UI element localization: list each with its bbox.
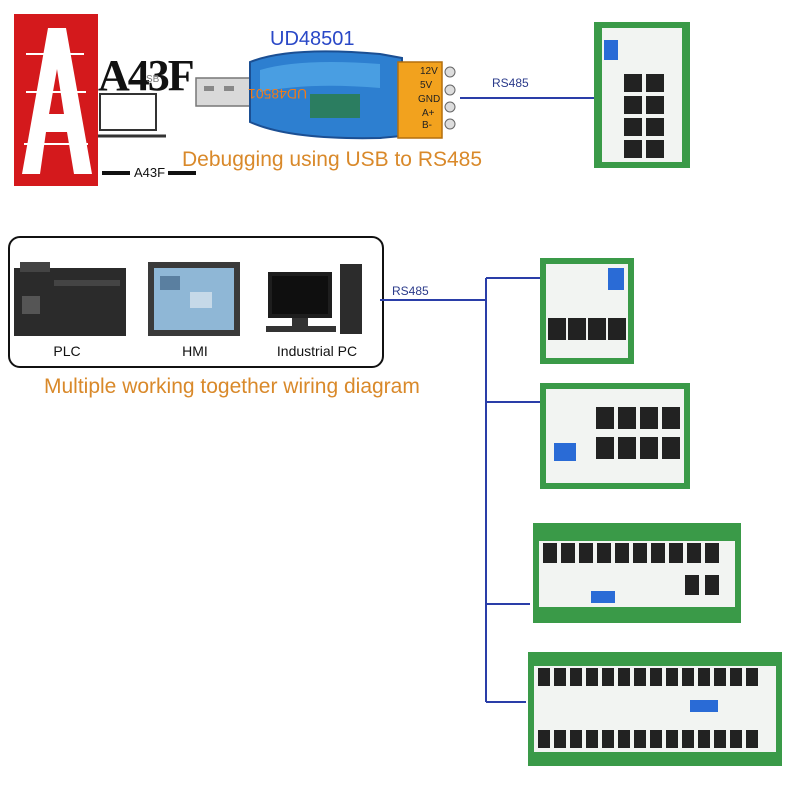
pin-label-5v: 5V: [420, 80, 433, 91]
device-label-plc: PLC: [53, 343, 81, 359]
converter-model-title: UD48501: [270, 28, 355, 50]
rs485-label-top: RS485: [492, 76, 529, 90]
hmi-icon: [148, 262, 240, 336]
industrial-pc-icon: [266, 264, 362, 334]
rs485-bus: [380, 277, 540, 703]
logo-underline-left: [102, 171, 130, 175]
relay-board-8ch-a: [540, 258, 634, 364]
logo-sub-mark: A43F: [134, 165, 166, 180]
relay-board-top: [594, 22, 690, 168]
device-label-industrial-pc: Industrial PC: [276, 343, 358, 359]
usb-rs485-converter: [195, 50, 456, 140]
device-label-hmi: HMI: [182, 343, 208, 359]
logo-underline-right: [168, 171, 196, 175]
usb-label: SB: [146, 74, 160, 85]
pin-label-12v: 12V: [420, 66, 438, 77]
rs485-label-bus: RS485: [392, 284, 429, 298]
pin-label-b: B-: [422, 120, 432, 131]
rs485-link-top: [460, 97, 596, 99]
pin-label-gnd: GND: [418, 94, 441, 105]
caption-usb-debugging: Debugging using USB to RS485: [182, 148, 483, 171]
logo-seal: [14, 14, 98, 186]
logo-wordmark: A43F: [98, 51, 195, 100]
relay-board-32ch: [528, 652, 782, 766]
laptop-outline-icon: [98, 93, 166, 138]
relay-board-12ch: [533, 523, 741, 623]
plc-icon: [14, 262, 126, 336]
converter-case-print: UD48501: [248, 86, 308, 102]
pin-label-a: A+: [422, 108, 435, 119]
relay-board-8ch-b: [540, 383, 690, 489]
caption-multiple-wiring: Multiple working together wiring diagram: [44, 375, 420, 398]
